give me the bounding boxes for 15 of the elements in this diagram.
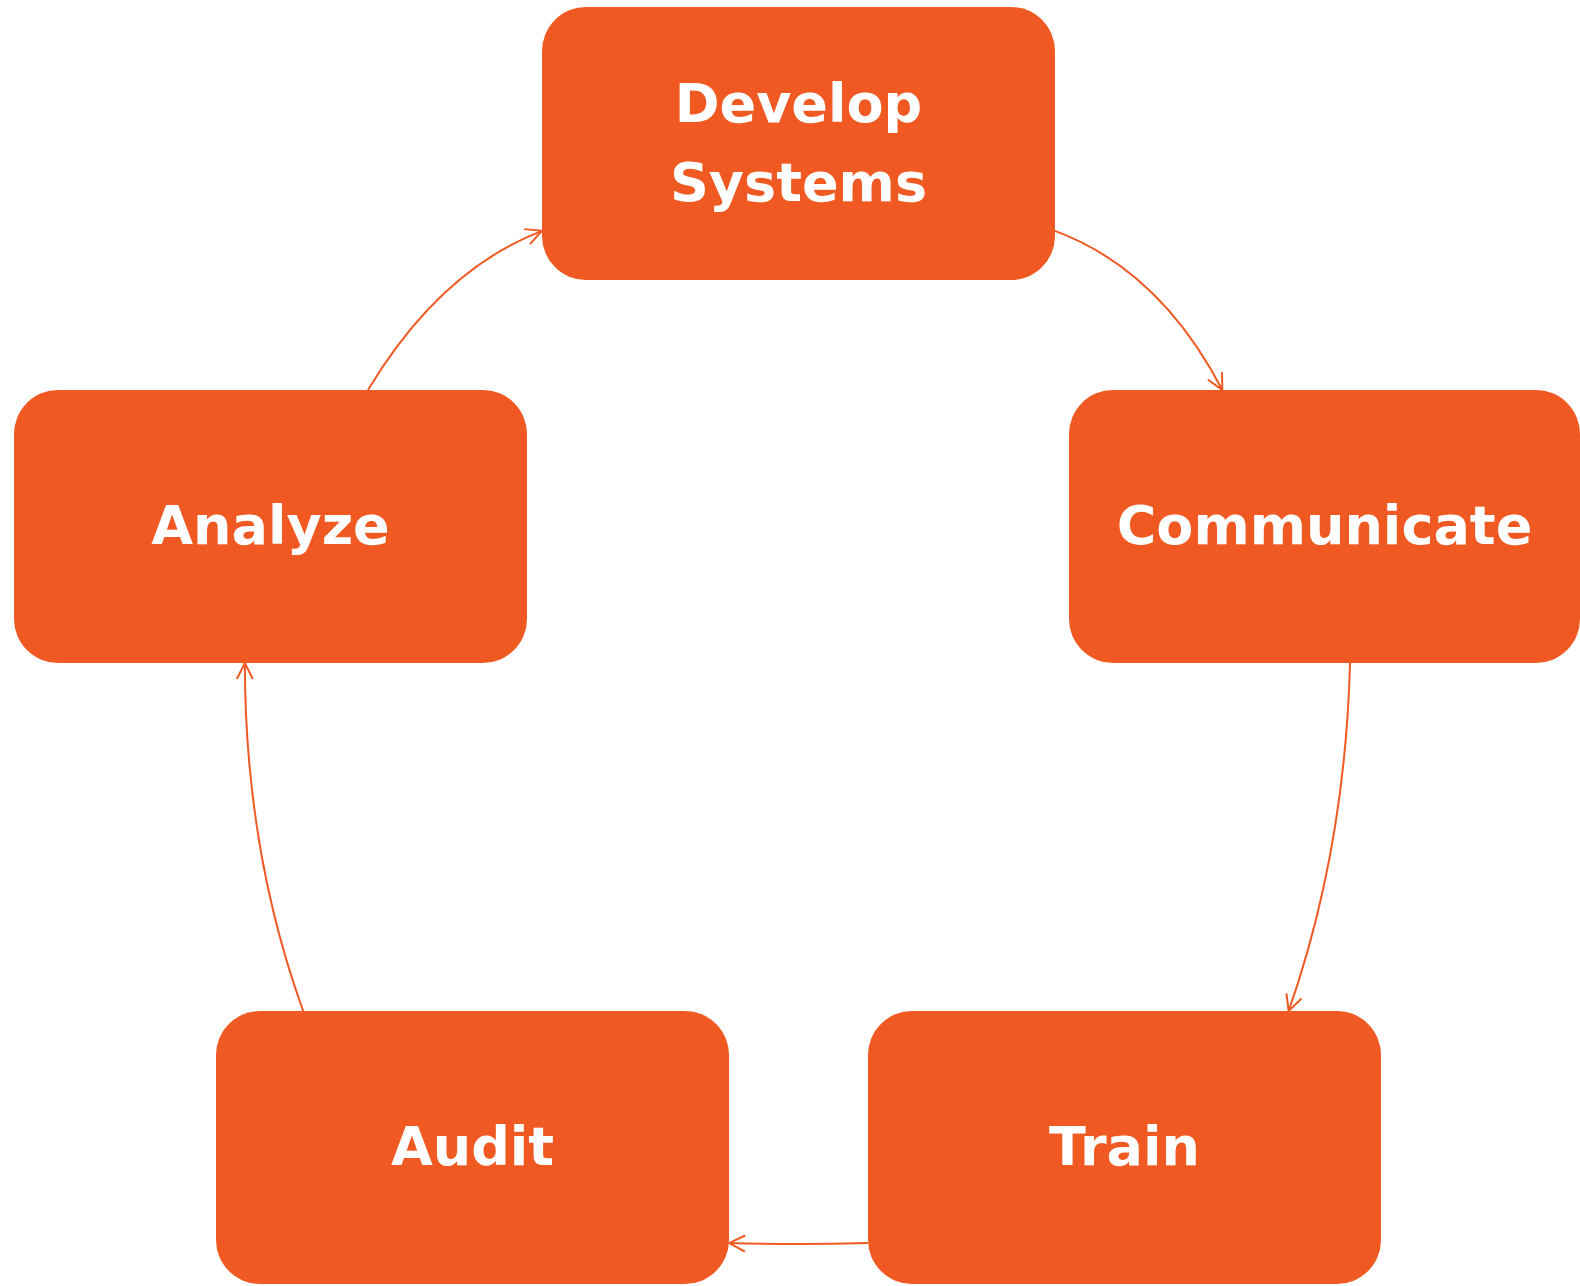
curved-arrow [236, 662, 305, 1012]
process-box [542, 7, 1055, 280]
curved-arrow [1054, 229, 1224, 391]
process-box [1069, 390, 1580, 663]
step-label: Analyze [150, 493, 391, 560]
process-box [14, 390, 527, 663]
step-label: Audit [389, 1114, 556, 1181]
curved-arrow [366, 228, 543, 391]
step-label: Train [1048, 1114, 1201, 1181]
step-label: Develop Systems [668, 71, 929, 216]
curved-arrow [1285, 662, 1352, 1012]
process-box [216, 1011, 729, 1284]
step-label: Communicate [1115, 493, 1534, 560]
curved-arrow [728, 1234, 869, 1253]
process-box [868, 1011, 1381, 1284]
